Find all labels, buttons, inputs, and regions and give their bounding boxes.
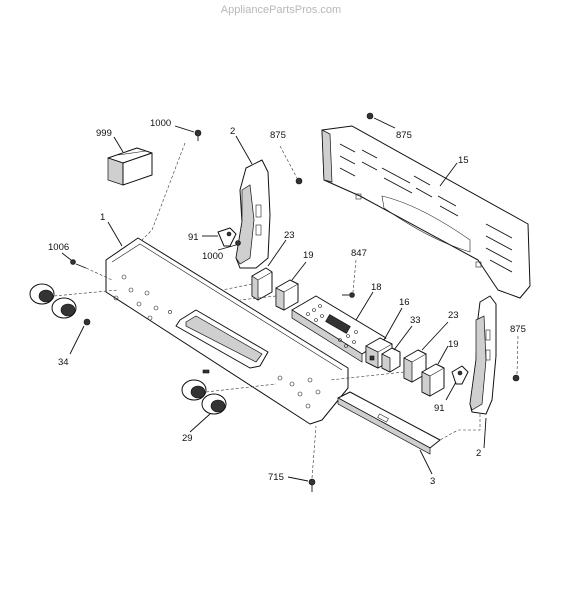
leader-34 bbox=[69, 325, 85, 355]
callout-29: 29 bbox=[182, 433, 193, 444]
callout-847: 847 bbox=[351, 248, 367, 259]
part-2-bracket-left[interactable] bbox=[235, 159, 271, 269]
callout-875-b: 875 bbox=[396, 130, 412, 141]
leader-1000-top-dash bbox=[141, 142, 186, 241]
leader-715 bbox=[287, 476, 309, 482]
dash-knob-left bbox=[53, 289, 119, 297]
dash-715 bbox=[311, 425, 317, 479]
leader-18 bbox=[355, 291, 374, 321]
part-1-control-panel[interactable] bbox=[105, 237, 349, 425]
callout-1: 1 bbox=[100, 212, 105, 223]
leader-1006 bbox=[61, 252, 72, 261]
callout-16: 16 bbox=[399, 297, 410, 308]
callout-23-upper: 23 bbox=[284, 230, 295, 241]
leader-19-upper bbox=[291, 261, 307, 281]
part-1000-screw-lower[interactable] bbox=[235, 240, 241, 246]
leader-1000-top bbox=[174, 125, 195, 133]
part-847-screw[interactable] bbox=[342, 292, 355, 298]
part-875-screw-c[interactable] bbox=[512, 374, 520, 382]
callout-91-lower: 91 bbox=[434, 403, 445, 414]
dash-knob-lower bbox=[205, 383, 277, 393]
part-knob-left-2[interactable] bbox=[51, 297, 77, 319]
callout-19-upper: 19 bbox=[303, 250, 314, 261]
callout-1000-lower: 1000 bbox=[202, 251, 223, 262]
part-18-control-board[interactable] bbox=[291, 295, 387, 363]
part-knob-lower-1[interactable] bbox=[181, 379, 207, 401]
dash-23-upper bbox=[221, 283, 253, 291]
dash-bracket-right bbox=[439, 414, 481, 441]
callout-3: 3 bbox=[430, 476, 435, 487]
part-875-screw-b[interactable] bbox=[366, 112, 374, 120]
part-1006-screw[interactable] bbox=[70, 259, 87, 269]
callout-labels: 999 1000 2 875 875 15 1 91 1000 23 19 84… bbox=[48, 118, 526, 487]
callout-19-lower: 19 bbox=[448, 339, 459, 350]
leader-19-lower bbox=[437, 345, 449, 365]
callout-1000-top: 1000 bbox=[150, 118, 171, 129]
part-1000-screw-top[interactable] bbox=[194, 129, 202, 141]
leader-16 bbox=[383, 307, 403, 341]
leader-875-b bbox=[373, 117, 396, 129]
part-knob-left-1[interactable] bbox=[29, 283, 55, 305]
part-3-trim[interactable] bbox=[337, 391, 441, 455]
callout-715: 715 bbox=[268, 472, 284, 483]
callout-1006: 1006 bbox=[48, 242, 69, 253]
leader-999 bbox=[113, 136, 124, 153]
leader-1 bbox=[107, 221, 123, 247]
callout-33: 33 bbox=[410, 315, 421, 326]
leader-847 bbox=[352, 259, 357, 293]
leader-2-left bbox=[235, 135, 253, 165]
part-23-switch-lower[interactable] bbox=[403, 349, 427, 383]
part-15-rear-panel[interactable] bbox=[321, 125, 531, 299]
part-999-box[interactable] bbox=[107, 147, 153, 186]
callout-18: 18 bbox=[371, 282, 382, 293]
leader-875-a bbox=[279, 145, 298, 179]
part-19-switch-upper[interactable] bbox=[275, 279, 299, 311]
callout-875-c: 875 bbox=[510, 324, 526, 335]
part-34-clip[interactable] bbox=[83, 318, 91, 326]
callout-23-lower: 23 bbox=[448, 310, 459, 321]
dash-19-upper bbox=[239, 295, 277, 301]
leader-23-lower bbox=[421, 321, 449, 351]
part-knob-lower-2[interactable] bbox=[201, 393, 227, 415]
part-19-switch-lower[interactable] bbox=[421, 363, 445, 397]
callout-15: 15 bbox=[458, 155, 469, 166]
leader-2-right bbox=[483, 417, 487, 449]
watermark: AppliancePartsPros.com bbox=[220, 4, 342, 16]
part-91-clip-lower[interactable] bbox=[451, 365, 469, 385]
callout-2-right: 2 bbox=[476, 448, 481, 459]
part-2-bracket-right[interactable] bbox=[469, 295, 497, 415]
part-91-clip-upper[interactable] bbox=[217, 227, 237, 247]
callout-2-left: 2 bbox=[230, 126, 235, 137]
leader-23-upper bbox=[267, 239, 287, 267]
callout-91-upper: 91 bbox=[188, 232, 199, 243]
leader-1000-lower bbox=[217, 244, 237, 251]
leader-91-lower bbox=[445, 381, 457, 401]
part-715-screw[interactable] bbox=[308, 478, 316, 492]
callout-999: 999 bbox=[96, 128, 112, 139]
part-23-switch-upper[interactable] bbox=[251, 267, 273, 301]
leader-875-c bbox=[516, 335, 519, 375]
callout-875-a: 875 bbox=[270, 130, 286, 141]
leader-3 bbox=[419, 449, 433, 475]
part-875-screw-a[interactable] bbox=[295, 177, 303, 185]
leader-33 bbox=[393, 325, 413, 351]
dash-switches-lower bbox=[329, 371, 405, 381]
part-33-switch[interactable] bbox=[381, 347, 401, 373]
callout-34: 34 bbox=[58, 357, 69, 368]
leader-29 bbox=[189, 413, 211, 433]
leader-15 bbox=[439, 162, 458, 187]
